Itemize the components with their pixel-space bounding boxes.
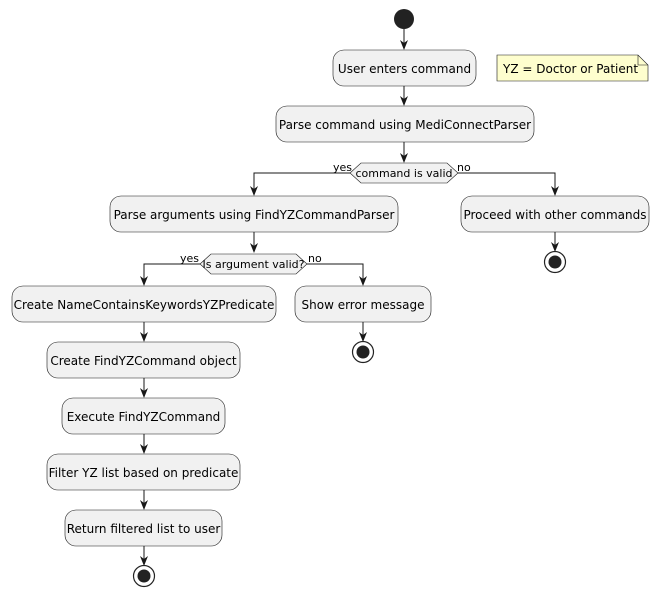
action-label: Execute FindYZCommand [67, 410, 221, 424]
decision-yes-label: yes [333, 161, 352, 174]
decision-yes-label: yes [180, 252, 199, 265]
note-yz-definition: YZ = Doctor or Patient [496, 54, 649, 82]
edge-argument-valid-yes [140, 263, 200, 286]
decision-no-label: no [457, 161, 471, 174]
action-label: Show error message [302, 298, 425, 312]
action-filter-list: Filter YZ list based on predicate [46, 453, 241, 491]
note-text: YZ = Doctor or Patient [502, 62, 638, 76]
decision-question: Is argument valid? [203, 258, 305, 271]
action-parse-arguments: Parse arguments using FindYZCommandParse… [109, 195, 399, 233]
end-node-main [132, 564, 156, 588]
start-node [394, 9, 414, 29]
action-label: Return filtered list to user [67, 522, 221, 536]
action-parse-command: Parse command using MediConnectParser [275, 105, 535, 143]
end-node-other-commands [543, 250, 567, 274]
decision-question: command is valid [355, 167, 452, 180]
action-label: Create NameContainsKeywordsYZPredicate [14, 298, 275, 312]
decision-no-label: no [308, 252, 322, 265]
end-node-error [351, 340, 375, 364]
action-label: Create FindYZCommand object [50, 354, 237, 368]
action-proceed-other-commands: Proceed with other commands [460, 195, 650, 233]
action-create-predicate: Create NameContainsKeywordsYZPredicate [11, 285, 277, 323]
action-label: Parse arguments using FindYZCommandParse… [114, 208, 395, 222]
action-return-list: Return filtered list to user [64, 509, 223, 547]
action-user-enters-command: User enters command [332, 49, 477, 87]
edge-command-valid-yes [250, 172, 350, 196]
action-label: Proceed with other commands [463, 208, 646, 222]
action-create-command-object: Create FindYZCommand object [46, 341, 241, 379]
action-label: Filter YZ list based on predicate [49, 466, 239, 480]
edges [140, 29, 559, 566]
decision-command-valid: command is valid yes no [333, 161, 471, 184]
edge-command-valid-no [458, 172, 559, 196]
action-show-error: Show error message [294, 285, 432, 323]
edge-argument-valid-no [307, 263, 367, 286]
action-label: Parse command using MediConnectParser [279, 118, 531, 132]
action-execute-command: Execute FindYZCommand [61, 397, 226, 435]
decision-argument-valid: Is argument valid? yes no [180, 252, 322, 275]
action-label: User enters command [338, 62, 471, 76]
